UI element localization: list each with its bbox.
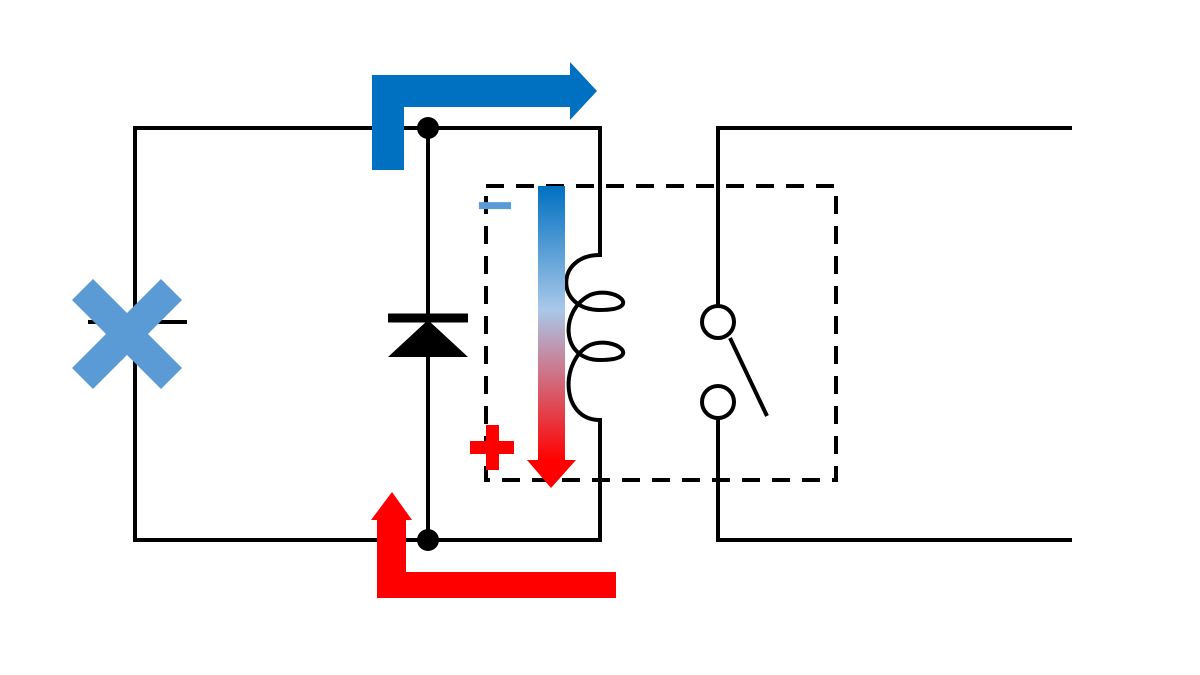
right-circuit-wires <box>716 126 1072 542</box>
cross-mark-icon <box>72 279 182 389</box>
left-circuit-wires <box>88 126 602 542</box>
relay-coil-icon <box>564 253 626 422</box>
junction-dot-top <box>417 117 439 139</box>
blue-current-arrow <box>372 62 597 170</box>
junction-dot-bottom <box>417 529 439 551</box>
red-arrow-shape <box>371 492 616 598</box>
switch-blade <box>728 337 769 417</box>
induced-voltage-arrow <box>527 186 576 488</box>
switch-contact-top <box>700 304 736 340</box>
gradient-arrow-shaft <box>538 186 565 461</box>
coil-windings <box>564 253 626 422</box>
relay-switch-icon <box>700 304 769 420</box>
diode-triangle <box>388 320 468 357</box>
plus-sign <box>470 425 514 470</box>
flyback-diode-icon <box>388 313 468 357</box>
cross-mark-shape <box>72 279 182 389</box>
switch-contact-bottom <box>700 384 736 420</box>
gradient-arrow-head <box>527 460 576 488</box>
minus-sign: − <box>476 169 513 241</box>
red-current-arrow <box>371 492 616 598</box>
blue-arrow-shape <box>372 62 597 170</box>
relay-housing-dashed <box>484 184 838 482</box>
plus-vertical <box>486 425 499 470</box>
